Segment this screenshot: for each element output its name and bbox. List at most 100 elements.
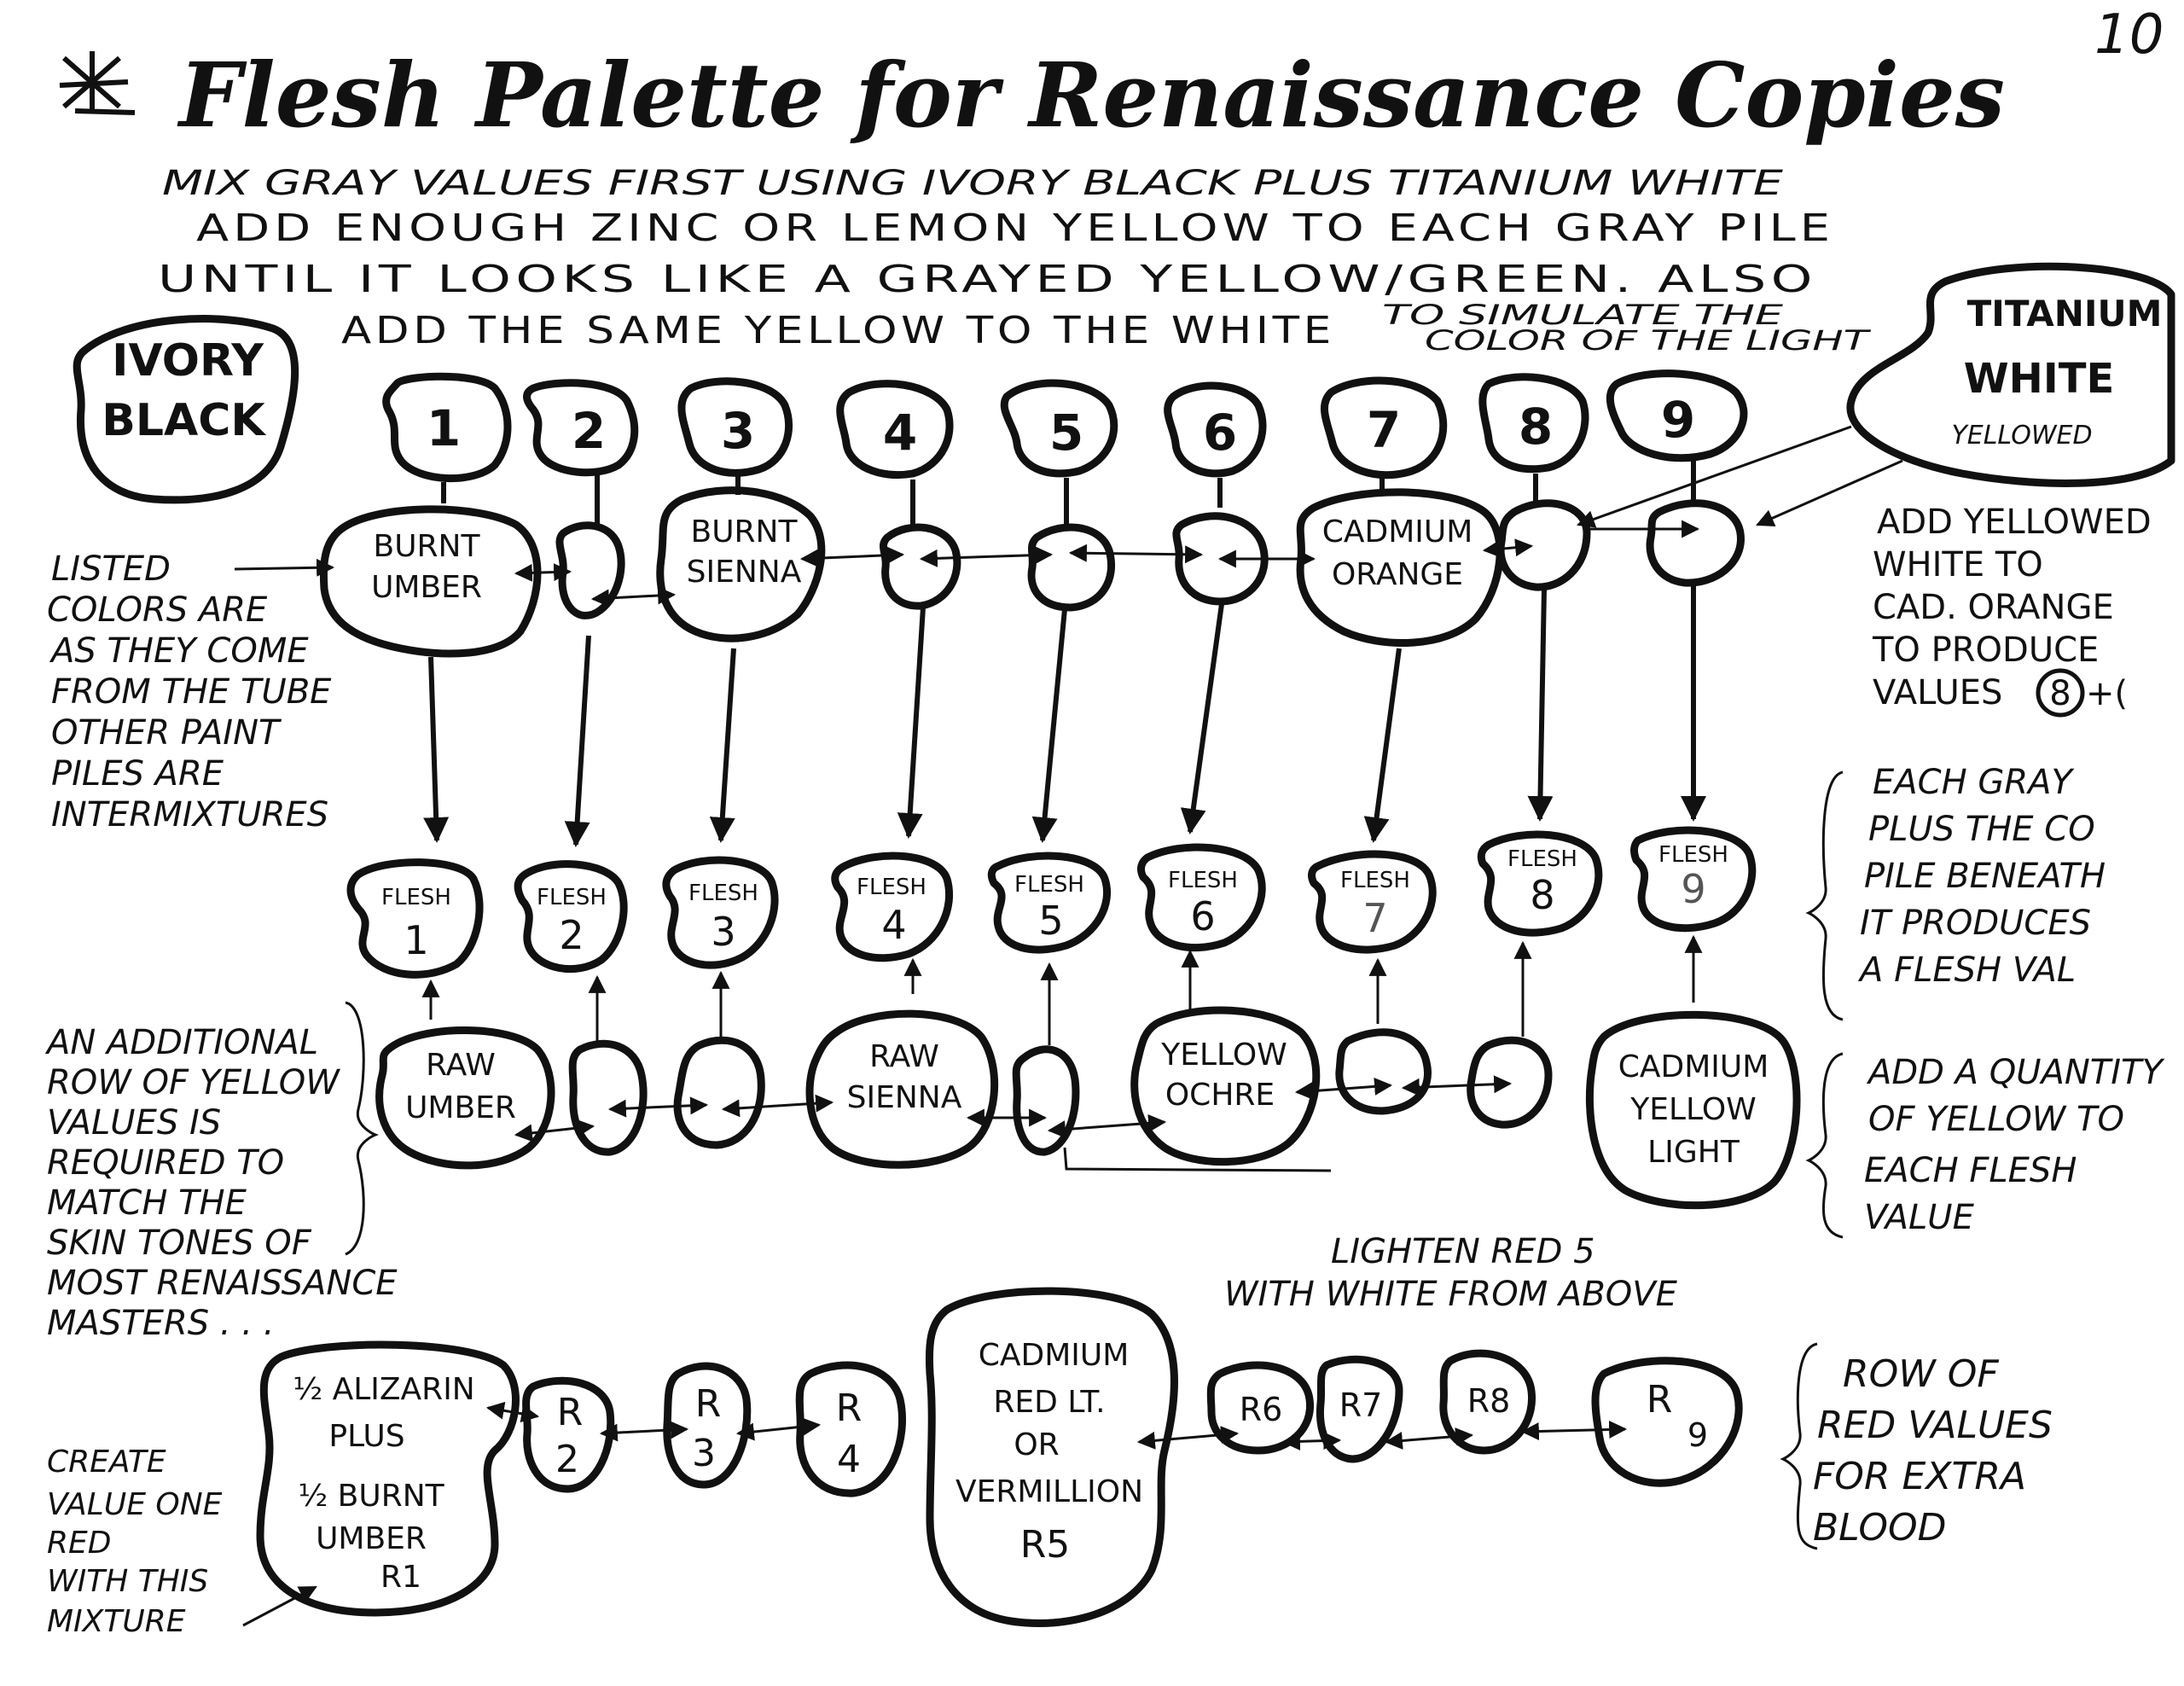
raw-sienna-pile: RAW SIENNA [805, 1009, 999, 1169]
each-gray-note: EACH GRAY PLUS THE CO PILE BENEATH IT PR… [1805, 763, 2106, 1021]
red-r3-pile: R 3 [663, 1362, 752, 1489]
instruction-aside-2: COLOR OF THE LIGHT [1425, 324, 1872, 357]
add-yellowed-white-note: ADD YELLOWED WHITE TO CAD. ORANGE TO PRO… [1872, 503, 2152, 718]
create-red-note: CREATE VALUE ONE RED WITH THIS MIXTURE [47, 1445, 317, 1639]
note-line: PILES ARE [51, 754, 224, 794]
note-line: ADD YELLOWED [1877, 503, 2152, 542]
note-line: CAD. ORANGE [1873, 588, 2114, 627]
note-line: ROW OF [1843, 1352, 1999, 1396]
ivory-black-label-2: BLACK [102, 395, 266, 446]
cadmium-orange-label-1: CADMIUM [1322, 515, 1473, 549]
gray-value-1: 1 [382, 372, 512, 482]
gray-value-4: 4 [836, 380, 954, 480]
red-row: ½ ALIZARIN PLUS ½ BURNT UMBER R1 R 2 R 3… [256, 1287, 1743, 1627]
red-r3-label-2: 3 [692, 1432, 716, 1475]
gray-value-7: 7 [1321, 376, 1448, 480]
note-line: WITH WHITE FROM ABOVE [1224, 1275, 1678, 1314]
gray-value-number: 3 [721, 402, 755, 460]
cadmium-yellow-label-1: CADMIUM [1618, 1049, 1769, 1084]
flesh-3: FLESH 3 [662, 856, 779, 969]
flesh-4: FLESH 4 [831, 852, 954, 962]
red-r1-label-1: ½ ALIZARIN [293, 1372, 475, 1407]
red-r2-label-1: R [557, 1391, 584, 1434]
cadmium-yellow-light-pile: CADMIUM YELLOW LIGHT [1585, 1010, 1801, 1210]
note-line: RED VALUES [1817, 1404, 2053, 1447]
note-line: MIXTURE [47, 1604, 186, 1639]
flesh-number: 5 [1038, 898, 1063, 944]
red-r1-label-2: PLUS [328, 1419, 404, 1454]
note-line: OF YELLOW TO [1868, 1100, 2124, 1139]
note-line: OTHER PAINT [51, 713, 282, 753]
brace-right-1 [1805, 770, 1844, 1021]
note-line: VALUES [1873, 673, 2002, 712]
note-line: EACH GRAY [1873, 763, 2076, 802]
flesh-label: FLESH [381, 885, 451, 910]
flesh-2: FLESH 2 [514, 860, 628, 974]
note-line: ADD A QUANTITY [1866, 1053, 2165, 1092]
intermix-pile-9 [1646, 499, 1745, 587]
gray-value-number: 1 [427, 399, 461, 457]
red-r4-label-1: R [836, 1387, 863, 1430]
burnt-umber-pile: BURNT UMBER [319, 505, 542, 658]
note-line: TO PRODUCE [1872, 631, 2099, 670]
color-row-connectors [514, 425, 1903, 608]
red-r5-label-1: CADMIUM [979, 1338, 1130, 1373]
note-line: MASTERS . . . [47, 1304, 274, 1343]
red-r2-pile: R 2 [522, 1376, 615, 1493]
flesh-number: 4 [881, 902, 906, 948]
red-r1-label-5: R1 [380, 1560, 421, 1595]
yellow-intermix-3 [673, 1036, 765, 1149]
note-line: +( [2086, 674, 2128, 713]
page-number: 10 [2094, 3, 2164, 67]
gray-value-number: 6 [1203, 404, 1237, 462]
note-line: LISTED [51, 549, 171, 589]
red-r6-pile: R6 [1206, 1361, 1315, 1455]
flesh-number: 7 [1362, 895, 1387, 941]
note-line: LIGHTEN RED 5 [1331, 1232, 1595, 1271]
red-r4-label-2: 4 [837, 1438, 861, 1481]
note-line: VALUE [1864, 1198, 1975, 1237]
note-line: IT PRODUCES [1860, 904, 2091, 943]
lighten-red-note: LIGHTEN RED 5 WITH WHITE FROM ABOVE [1224, 1232, 1678, 1314]
yellow-intermix-2 [568, 1039, 648, 1156]
value-8-circle-icon [2036, 668, 2085, 718]
yellow-intermix-7 [1335, 1028, 1432, 1115]
note-line: INTERMIXTURES [51, 795, 328, 834]
flesh-row: FLESH 1 FLESH 2 FLESH 3 FLESH 4 FLESH 5 … [346, 826, 1757, 979]
flesh-number: 9 [1681, 866, 1705, 912]
note-line: AS THEY COME [49, 631, 309, 671]
flesh-number: 2 [559, 912, 584, 958]
flesh-1: FLESH 1 [346, 858, 484, 979]
red-r9-label-1: R [1647, 1378, 1673, 1421]
titanium-white-label-2: WHITE [1964, 355, 2115, 403]
raw-umber-label-1: RAW [426, 1048, 496, 1083]
flesh-5: FLESH 5 [987, 852, 1112, 954]
red-r4-pile: R 4 [795, 1361, 907, 1497]
yellow-ochre-pile: YELLOW OCHRE [1130, 1006, 1321, 1166]
burnt-sienna-label-2: SIENNA [687, 555, 802, 590]
flesh-label: FLESH [537, 885, 607, 910]
note-line: FOR EXTRA [1813, 1455, 2026, 1498]
gray-value-number: 5 [1049, 404, 1083, 462]
flesh-label: FLESH [1340, 868, 1410, 893]
gray-value-number: 9 [1661, 391, 1695, 449]
note-line: EACH FLESH [1864, 1151, 2077, 1190]
instruction-line-4: ADD THE SAME YELLOW TO THE WHITE [341, 309, 1335, 352]
flesh-label: FLESH [857, 875, 926, 900]
yellow-intermix-8 [1467, 1036, 1553, 1129]
gray-value-number: 8 [1519, 398, 1553, 456]
titanium-white-pile: TITANIUM WHITE YELLOWED [1846, 262, 2175, 487]
note-line: COLORS ARE [47, 590, 268, 630]
tube-color-row: BURNT UMBER BURNT SIENNA CADMIUM ORANGE [319, 486, 1745, 658]
note-line: ROW OF YELLOW [47, 1063, 340, 1102]
cadmium-orange-label-2: ORANGE [1332, 557, 1463, 592]
flesh-9: FLESH 9 [1630, 826, 1757, 933]
flesh-number: 6 [1190, 893, 1215, 939]
red-r5-label-3: OR [1014, 1427, 1059, 1462]
red-row-connectors [485, 1401, 1628, 1451]
flesh-6: FLESH 6 [1137, 843, 1266, 952]
yellow-ochre-label-2: OCHRE [1165, 1078, 1275, 1113]
gray-value-3: 3 [677, 377, 793, 477]
yellow-row: RAW UMBER RAW SIENNA YELLOW OCHRE CADMIU… [375, 1006, 1801, 1210]
note-line: VALUES IS [47, 1103, 221, 1142]
